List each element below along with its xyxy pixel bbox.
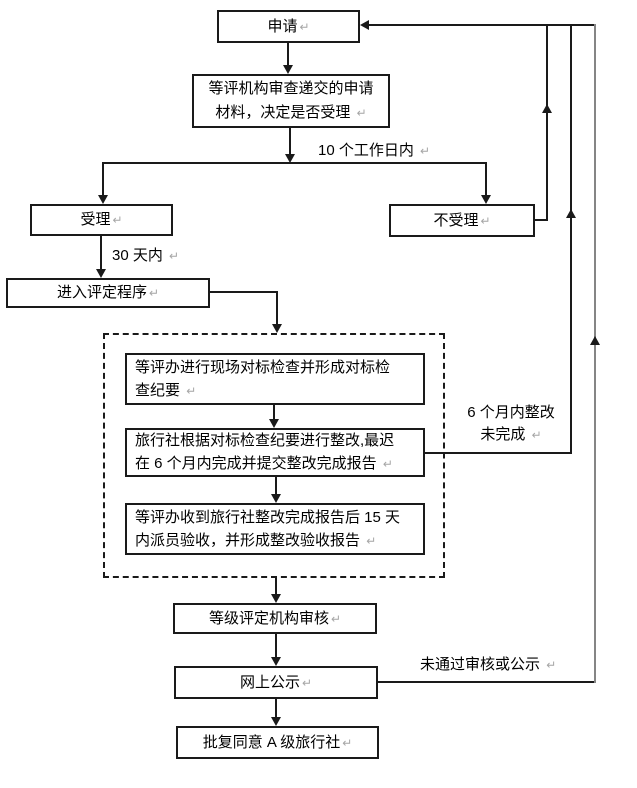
node-check-line2-text: 查纪要 (135, 381, 181, 399)
edge-rectify-return-vline (570, 24, 572, 454)
edge-group-audit-line (275, 578, 277, 595)
edge-rectify-inspect-line (275, 477, 277, 495)
edge-label-fail-text: 未通过审核或公示 (420, 656, 541, 673)
node-rectify-line2-text: 在 6 个月内完成并提交整改完成报告 (135, 455, 377, 472)
node-audit: 等级评定机构审核 ↵ (173, 603, 377, 634)
edge-publicity-return-vline (594, 24, 596, 683)
return-mark-icon: ↵ (299, 19, 310, 34)
arrow-down-icon (271, 594, 281, 603)
return-mark-icon: ↵ (480, 213, 491, 228)
arrow-up-icon (542, 104, 552, 113)
edge-return-top-line (366, 24, 596, 26)
edge-label-six-months-line2: 未完成 ↵ (450, 424, 572, 446)
arrow-down-icon (271, 717, 281, 726)
node-audit-label: 等级评定机构审核 (208, 609, 329, 627)
node-approve: 批复同意 A 级旅行社 ↵ (176, 726, 379, 759)
arrow-down-icon (96, 269, 106, 278)
return-mark-icon: ↵ (546, 658, 557, 672)
edge-label-six-months-line1: 6 个月内整改 (467, 404, 555, 421)
node-inspect-line1: 等评办收到旅行社整改完成报告后 15 天 (135, 508, 401, 526)
edge-split-bar-line (102, 162, 487, 164)
edge-reject-return-vline (546, 24, 548, 221)
edge-publicity-approve-line (275, 699, 277, 718)
node-review-line1: 等评机构审查递交的申请 (208, 80, 374, 97)
edge-label-six-months-line2-text: 未完成 (480, 426, 526, 443)
edge-review-split-line (289, 128, 291, 155)
edge-accept-enter-line (100, 236, 102, 270)
node-approve-label: 批复同意 A 级旅行社 (202, 733, 341, 751)
node-review: 等评机构审查递交的申请 材料，决定是否受理 ↵ (192, 74, 390, 128)
arrow-down-icon (271, 657, 281, 666)
node-apply: 申请 ↵ (217, 10, 360, 43)
return-mark-icon: ↵ (301, 675, 313, 690)
arrow-down-icon (98, 195, 108, 204)
node-accept: 受理 ↵ (30, 204, 173, 236)
edge-label-thirty-days-text: 30 天内 (112, 247, 163, 264)
edge-rectify-return-hline (425, 452, 572, 454)
return-mark-icon: ↵ (330, 611, 342, 626)
node-publicity: 网上公示 ↵ (174, 666, 378, 699)
node-apply-label: 申请 (267, 17, 298, 35)
arrow-left-icon (360, 20, 369, 30)
return-mark-icon: ↵ (531, 428, 542, 442)
return-mark-icon: ↵ (356, 106, 367, 120)
edge-label-fail: 未通过审核或公示 ↵ (420, 655, 556, 675)
node-accept-label: 受理 (80, 211, 111, 228)
edge-split-reject-line (485, 162, 487, 196)
node-publicity-label: 网上公示 (239, 673, 300, 691)
edge-audit-publicity-line (275, 634, 277, 658)
node-inspect: 等评办收到旅行社整改完成报告后 15 天 内派员验收，并形成整改验收报告 ↵ (125, 503, 425, 555)
edge-reject-return-hline (535, 219, 548, 221)
node-check-line2: 查纪要 ↵ (135, 379, 196, 403)
arrow-down-icon (269, 419, 279, 428)
node-reject-label: 不受理 (433, 211, 479, 229)
node-reject: 不受理 ↵ (389, 204, 535, 237)
edge-enter-group-vline (276, 291, 278, 325)
edge-label-thirty-days: 30 天内 ↵ (112, 246, 179, 266)
arrow-down-icon (285, 154, 295, 163)
return-mark-icon: ↵ (366, 533, 377, 548)
edge-label-six-months: 6 个月内整改 未完成 ↵ (450, 402, 572, 446)
node-enter: 进入评定程序 ↵ (6, 278, 210, 308)
return-mark-icon: ↵ (169, 249, 180, 263)
node-check: 等评办进行现场对标检查并形成对标检 查纪要 ↵ (125, 353, 425, 405)
edge-check-rectify-line (273, 405, 275, 420)
arrow-down-icon (481, 195, 491, 204)
return-mark-icon: ↵ (420, 144, 431, 158)
node-review-line2: 材料，决定是否受理 ↵ (215, 101, 366, 125)
node-enter-label: 进入评定程序 (56, 284, 147, 301)
edge-split-accept-line (102, 162, 104, 196)
node-rectify-line1: 旅行社根据对标检查纪要进行整改,最迟 (135, 432, 395, 449)
return-mark-icon: ↵ (186, 383, 197, 398)
return-mark-icon: ↵ (148, 286, 160, 300)
return-mark-icon: ↵ (112, 213, 123, 227)
node-check-line1: 等评办进行现场对标检查并形成对标检 (135, 358, 391, 376)
arrow-down-icon (283, 65, 293, 74)
node-rectify-line2: 在 6 个月内完成并提交整改完成报告 ↵ (135, 452, 393, 476)
arrow-down-icon (272, 324, 282, 333)
edge-apply-review-line (287, 43, 289, 67)
node-inspect-line2-text: 内派员验收，并形成整改验收报告 (135, 531, 361, 549)
node-review-line2-text: 材料，决定是否受理 (215, 104, 351, 121)
node-rectify: 旅行社根据对标检查纪要进行整改,最迟 在 6 个月内完成并提交整改完成报告 ↵ (125, 428, 425, 477)
arrow-down-icon (271, 494, 281, 503)
node-inspect-line2: 内派员验收，并形成整改验收报告 ↵ (135, 529, 376, 553)
rectification-group-frame (103, 333, 445, 578)
edge-enter-group-hline (210, 291, 278, 293)
return-mark-icon: ↵ (382, 457, 393, 471)
edge-label-ten-days: 10 个工作日内 ↵ (318, 141, 430, 161)
edge-label-ten-days-text: 10 个工作日内 (318, 142, 414, 159)
edge-publicity-return-hline (378, 681, 596, 683)
arrow-up-icon (566, 209, 576, 218)
arrow-up-icon (590, 336, 600, 345)
return-mark-icon: ↵ (342, 735, 353, 750)
